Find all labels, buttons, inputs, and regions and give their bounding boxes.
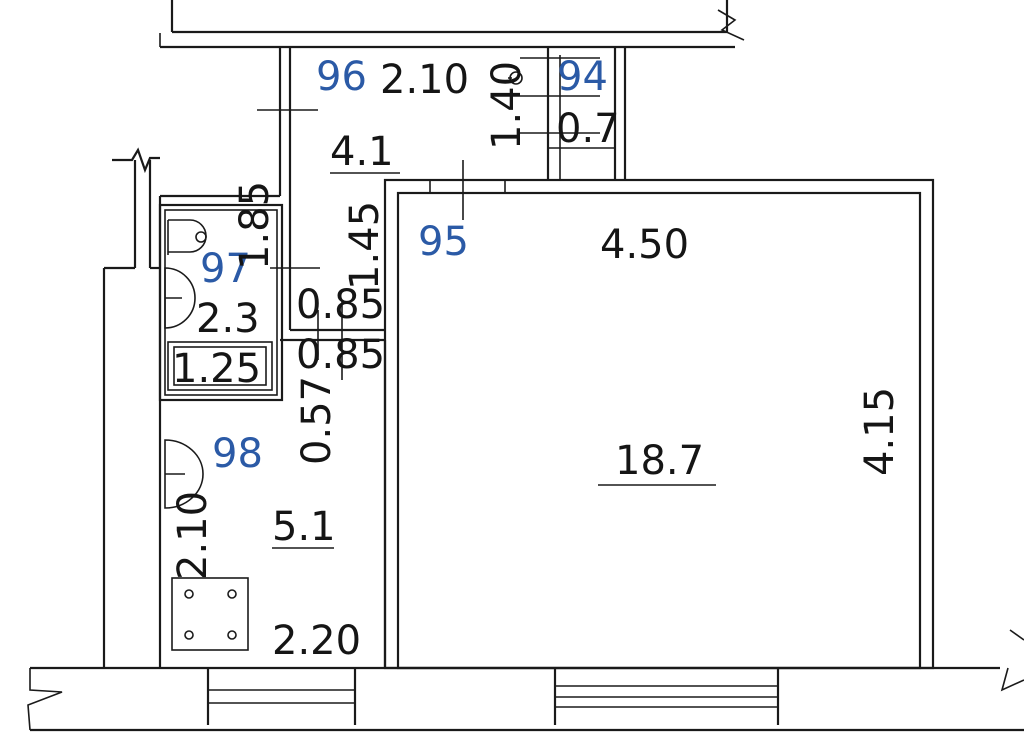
corridor-walls bbox=[160, 47, 627, 668]
room-95-number: 95 bbox=[418, 219, 469, 265]
room-97-depth-dim: 1.85 bbox=[232, 181, 278, 270]
bottom-exterior-wall bbox=[27, 629, 1024, 732]
kitchen-98 bbox=[164, 439, 249, 651]
room-98-area: 5.1 bbox=[272, 504, 336, 550]
room-96-width-dim: 2.10 bbox=[380, 57, 469, 103]
room-96-number: 96 bbox=[316, 54, 367, 100]
room-98-door-dim: 0.85 bbox=[296, 332, 385, 378]
room-94-area: 0.7 bbox=[556, 106, 620, 152]
room-98-depth-dim: 2.10 bbox=[170, 491, 216, 580]
room-95-depth-dim: 4.15 bbox=[857, 387, 903, 476]
top-exterior-wall bbox=[159, 0, 745, 49]
room-94-height-dim: 1.40 bbox=[484, 61, 530, 150]
bathroom-97 bbox=[158, 203, 284, 402]
room-98-width-dim: 2.20 bbox=[272, 618, 361, 664]
room-96-door-dim-text: 0.85 bbox=[296, 282, 385, 328]
room-95-area: 18.7 bbox=[615, 438, 704, 484]
room-95-width-dim: 4.50 bbox=[600, 222, 689, 268]
room-94-number: 94 bbox=[557, 54, 608, 100]
room-98-side-dim: 0.57 bbox=[294, 376, 340, 465]
room-97-tub-dim: 1.25 bbox=[172, 346, 261, 392]
room-98-number: 98 bbox=[212, 431, 263, 477]
room-97-number: 97 bbox=[200, 246, 251, 292]
left-exterior-wall bbox=[102, 147, 162, 668]
room-96-area: 4.1 bbox=[330, 129, 394, 175]
room-96-depth-dim: 1.45 bbox=[342, 201, 388, 290]
room-97-area: 2.3 bbox=[196, 296, 260, 342]
dimension-ticks bbox=[257, 55, 600, 380]
